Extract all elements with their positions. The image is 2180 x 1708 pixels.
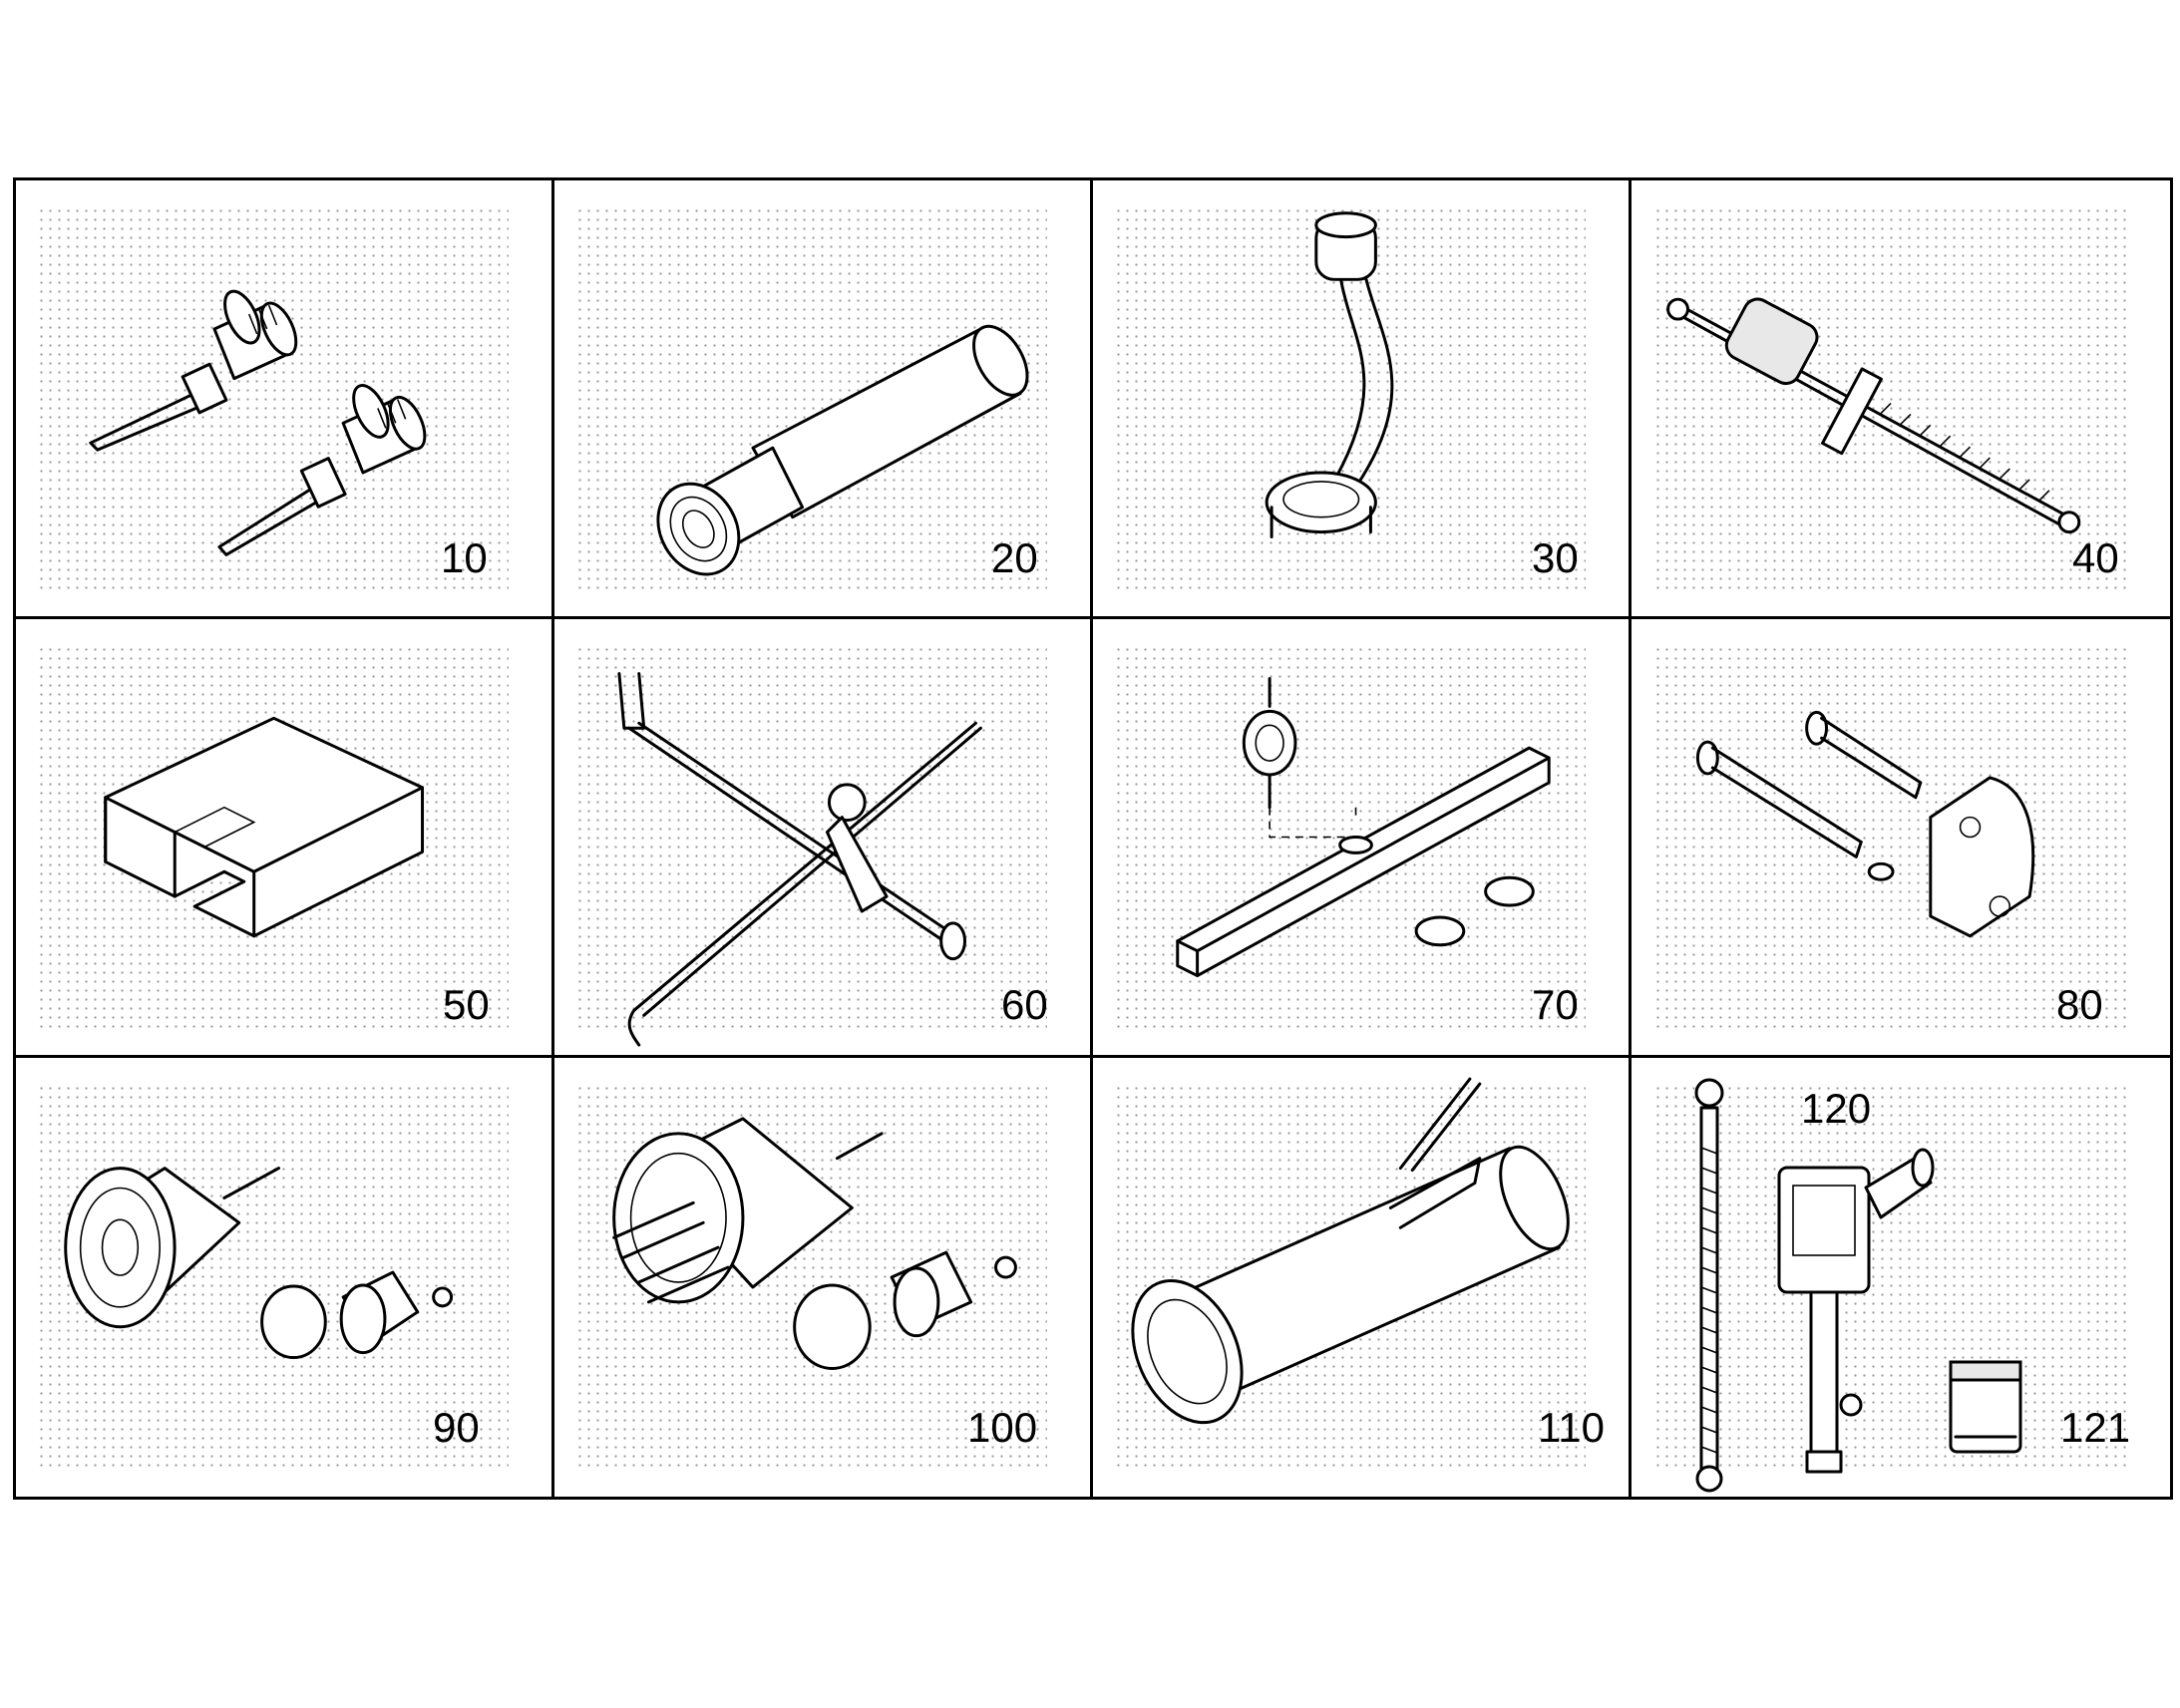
tool-cell-60: 60: [554, 619, 1093, 1058]
slotted-socket-sleeve-icon: [1131, 1077, 1570, 1425]
fork-lever-tool-icon: [617, 672, 982, 1047]
tool-cell-50: 50: [16, 619, 554, 1058]
tool-number-90: 90: [433, 1404, 480, 1451]
tool-cell-100: 100: [554, 1058, 1093, 1497]
tool-number-110: 110: [1538, 1404, 1605, 1451]
tool-number-50: 50: [443, 981, 490, 1028]
tool-cell-90: 90: [16, 1058, 554, 1497]
puller-cup-small-icon: [64, 1167, 454, 1360]
adjusting-pins-pair-icon: [89, 289, 427, 556]
tool-cell-30: 30: [1093, 180, 1632, 619]
u-block-gauge-icon: [104, 716, 425, 938]
adapter-insert-icon: [1949, 1360, 2022, 1454]
tool-number-70: 70: [1532, 981, 1579, 1028]
tool-cell-120-121: 120 121: [1632, 1058, 2170, 1497]
tool-number-20: 20: [991, 534, 1038, 581]
tool-cell-80: 80: [1632, 619, 2170, 1058]
tool-number-60: 60: [1001, 981, 1048, 1028]
dial-indicator-bar-icon: [1176, 677, 1551, 978]
tool-cell-40: 40: [1632, 180, 2170, 619]
tool-number-10: 10: [441, 534, 488, 581]
tool-number-100: 100: [967, 1404, 1038, 1451]
slide-hammer-puller-icon: [1666, 297, 2081, 534]
offset-ring-wrench-icon: [1265, 211, 1394, 539]
tool-cell-10: 10: [16, 180, 554, 619]
tool-number-40: 40: [2072, 534, 2119, 581]
tool-number-121: 121: [2060, 1404, 2131, 1451]
tool-number-80: 80: [2056, 981, 2103, 1028]
tool-number-120: 120: [1801, 1085, 1872, 1132]
puller-cup-large-icon: [612, 1117, 1017, 1370]
tool-cell-110: 110: [1093, 1058, 1632, 1497]
special-tools-grid: 10 20 30: [13, 177, 2173, 1500]
bolt-bracket-set-icon: [1695, 710, 2035, 938]
tool-cell-70: 70: [1093, 619, 1632, 1058]
pressure-tester-icon: [1694, 1078, 1935, 1493]
tool-cell-20: 20: [554, 180, 1093, 619]
tool-number-30: 30: [1532, 534, 1579, 581]
socket-adapter-icon: [656, 324, 1029, 576]
